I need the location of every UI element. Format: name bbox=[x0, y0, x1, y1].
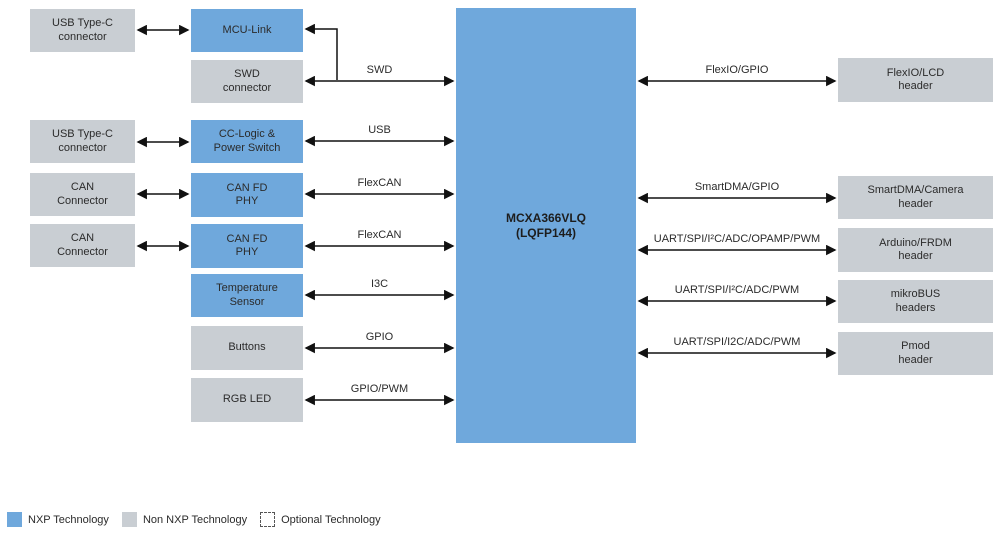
box-smartdma-camera-header: SmartDMA/Camera header bbox=[838, 176, 993, 219]
legend-item-non-nxp: Non NXP Technology bbox=[121, 512, 248, 527]
box-cc-logic-power-switch: CC-Logic & Power Switch bbox=[191, 120, 303, 163]
box-mcu-mcxa366vlq: MCXA366VLQ (LQFP144) bbox=[456, 8, 636, 443]
legend: NXP Technology Non NXP Technology Option… bbox=[7, 512, 381, 527]
bus-label-gpio: GPIO bbox=[365, 331, 394, 343]
legend-label-optional: Optional Technology bbox=[281, 513, 381, 526]
bus-label-flexcan-1: FlexCAN bbox=[357, 177, 402, 189]
box-pmod-header: Pmod header bbox=[838, 332, 993, 375]
legend-label-non-nxp: Non NXP Technology bbox=[142, 513, 248, 526]
legend-item-nxp: NXP Technology bbox=[7, 512, 109, 527]
bus-label-usb: USB bbox=[368, 124, 391, 136]
box-can-fd-phy-1: CAN FD PHY bbox=[191, 173, 303, 217]
bus-label-smartdma-gpio: SmartDMA/GPIO bbox=[694, 181, 780, 193]
box-usb-typec-connector-1: USB Type-C connector bbox=[30, 9, 135, 52]
bus-label-i3c: I3C bbox=[370, 278, 389, 290]
bus-label-uart-spi-i2c-adc-pwm-2: UART/SPI/I2C/ADC/PWM bbox=[673, 336, 801, 348]
legend-item-optional: Optional Technology bbox=[260, 512, 381, 527]
bus-label-uart-spi-i2c-adc-pwm-1: UART/SPI/I²C/ADC/PWM bbox=[674, 284, 800, 296]
bus-label-flexcan-2: FlexCAN bbox=[357, 229, 402, 241]
box-flexio-lcd-header: FlexIO/LCD header bbox=[838, 58, 993, 102]
box-mcu-link: MCU-Link bbox=[191, 9, 303, 52]
box-temperature-sensor: Temperature Sensor bbox=[191, 274, 303, 317]
optional-technology-swatch bbox=[260, 512, 276, 527]
box-can-connector-1: CAN Connector bbox=[30, 173, 135, 216]
box-rgb-led: RGB LED bbox=[191, 378, 303, 422]
box-can-fd-phy-2: CAN FD PHY bbox=[191, 224, 303, 268]
bus-label-swd: SWD bbox=[366, 64, 393, 76]
bus-label-flexio-gpio: FlexIO/GPIO bbox=[705, 64, 769, 76]
box-arduino-frdm-header: Arduino/FRDM header bbox=[838, 228, 993, 272]
bus-label-gpio-pwm: GPIO/PWM bbox=[350, 383, 409, 395]
nxp-technology-swatch bbox=[7, 512, 22, 527]
box-mikrobus-headers: mikroBUS headers bbox=[838, 280, 993, 323]
bus-label-uart-spi-i2c-adc-opamp-pwm: UART/SPI/I²C/ADC/OPAMP/PWM bbox=[653, 233, 821, 245]
wire-swd-branch bbox=[304, 23, 338, 80]
non-nxp-technology-swatch bbox=[121, 512, 137, 527]
box-can-connector-2: CAN Connector bbox=[30, 224, 135, 267]
box-usb-typec-connector-2: USB Type-C connector bbox=[30, 120, 135, 163]
legend-label-nxp: NXP Technology bbox=[28, 513, 109, 526]
box-buttons: Buttons bbox=[191, 326, 303, 370]
box-swd-connector: SWD connector bbox=[191, 60, 303, 103]
